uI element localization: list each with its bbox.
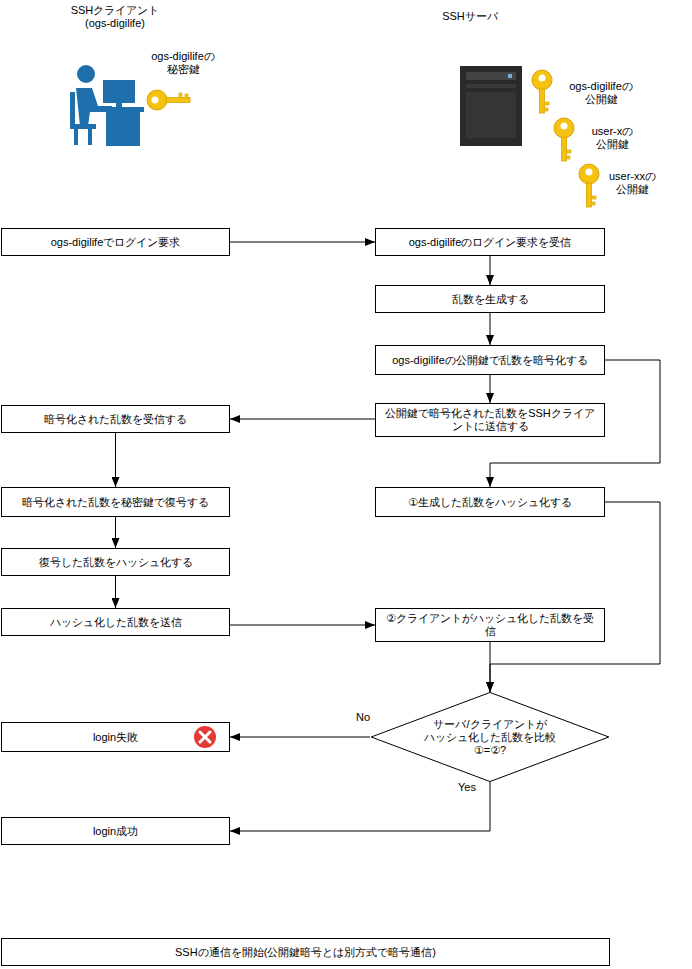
node-text: 公開鍵で暗号化された乱数をSSHクライアントに送信する: [382, 407, 598, 433]
public-key-icon: [554, 118, 574, 161]
node-text: 暗号化された乱数を受信する: [44, 413, 187, 426]
process-box: ②クライアントがハッシュ化した乱数を受信: [375, 608, 605, 642]
process-box: ogs-digilifeのログイン要求を受信: [375, 228, 605, 256]
node-text: ogs-digilifeでログイン要求: [51, 236, 181, 249]
flow-arrow: [115, 576, 116, 608]
node-text: ogs-digilifeの公開鍵で乱数を暗号化する: [392, 354, 588, 367]
process-box: 乱数を生成する: [375, 285, 605, 313]
process-box: SSHの通信を開始(公開鍵暗号とは別方式で暗号通信): [1, 938, 610, 966]
node-text: login成功: [93, 825, 138, 838]
flow-arrow: [230, 419, 375, 420]
flow-arrow: [490, 642, 491, 692]
process-box: ogs-digilifeの公開鍵で乱数を暗号化する: [375, 345, 605, 375]
flow-arrow: [490, 256, 491, 285]
node-text: サーバ/クライアントが ハッシュ化した乱数を比較 ①=②?: [420, 718, 560, 757]
process-box: 暗号化された乱数を受信する: [1, 405, 230, 433]
caption-label: ogs-digilifeの 秘密鍵: [138, 50, 228, 76]
decision-diamond: サーバ/クライアントが ハッシュ化した乱数を比較 ①=②?: [370, 692, 610, 782]
edge-label: No: [354, 711, 372, 724]
node-text: 乱数を生成する: [452, 293, 529, 306]
edge-label: Yes: [456, 781, 478, 794]
node-text: 復号した乱数をハッシュ化する: [39, 556, 193, 569]
flow-arrow: [230, 242, 375, 243]
process-box: 公開鍵で暗号化された乱数をSSHクライアントに送信する: [375, 403, 605, 437]
process-box: ogs-digilifeでログイン要求: [1, 228, 230, 256]
caption-label: user-xxの 公開鍵: [595, 170, 670, 196]
node-text: SSHの通信を開始(公開鍵暗号とは別方式で暗号通信): [175, 946, 436, 959]
caption-label: SSHサーバ: [430, 10, 510, 23]
caption-label: user-xの 公開鍵: [575, 125, 650, 151]
node-text: login失敗: [93, 731, 138, 744]
node-text: ハッシュ化した乱数を送信: [50, 616, 182, 629]
process-box: login成功: [1, 817, 230, 845]
flow-arrow: [490, 502, 660, 692]
flow-arrow: [490, 375, 491, 403]
private-key-icon: [147, 90, 190, 110]
flow-arrow: [230, 782, 490, 831]
node-text: ②クライアントがハッシュ化した乱数を受信: [382, 612, 598, 638]
flow-arrow: [230, 625, 375, 626]
caption-label: SSHクライアント (ogs-digilife): [60, 4, 170, 30]
flow-arrow: [115, 517, 116, 548]
process-box: 暗号化された乱数を秘密鍵で復号する: [1, 487, 230, 517]
flow-arrow: [230, 737, 370, 738]
node-text: ogs-digilifeのログイン要求を受信: [409, 236, 572, 249]
caption-label: ogs-digilifeの 公開鍵: [556, 80, 646, 106]
node-text: ①生成した乱数をハッシュ化する: [408, 496, 572, 509]
public-key-icon: [579, 164, 599, 207]
flow-arrow: [490, 313, 491, 345]
process-box: login失敗: [1, 722, 230, 752]
server-icon: [460, 66, 522, 146]
flow-arrow: [115, 433, 116, 487]
process-box: ①生成した乱数をハッシュ化する: [375, 487, 605, 517]
node-text: 暗号化された乱数を秘密鍵で復号する: [22, 496, 209, 509]
process-box: ハッシュ化した乱数を送信: [1, 608, 230, 636]
public-key-icon: [532, 70, 552, 113]
client-icon: [70, 65, 144, 146]
error-icon: [194, 726, 216, 748]
process-box: 復号した乱数をハッシュ化する: [1, 548, 230, 576]
